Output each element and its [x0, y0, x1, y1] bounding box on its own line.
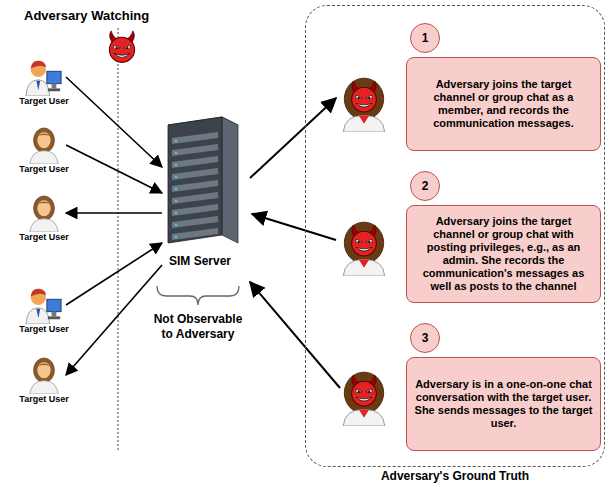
node-label: Target User [8, 164, 80, 175]
person-icon [24, 194, 64, 232]
connector-arrow [66, 243, 162, 305]
node-label: Adversary is in a one-on-one chat conver… [414, 378, 593, 430]
title: Adversary Watching [24, 8, 149, 23]
node-label: Adversary's Ground Truth [306, 469, 604, 483]
scenario-box: Adversary joins the target channel or gr… [406, 57, 601, 151]
node-label: Target User [8, 96, 80, 107]
person-icon [24, 58, 64, 96]
server-icon: SIM Server [150, 115, 250, 268]
callout-circle: 2 [410, 171, 440, 201]
callout-circle: 1 [410, 23, 440, 53]
connector-arrow [66, 265, 162, 375]
scenario-box: Adversary joins the target channel or gr… [406, 205, 601, 303]
user-icon: Target User [8, 286, 80, 335]
user-icon: Target User [8, 356, 80, 405]
note-label: Not Observable to Adversary [148, 312, 248, 342]
scenario-box: Adversary is in a one-on-one chat conver… [406, 357, 601, 451]
node-label: Adversary joins the target channel or gr… [414, 78, 593, 130]
node-label: Target User [8, 324, 80, 335]
user-icon: Target User [8, 126, 80, 175]
node-label: Adversary joins the target channel or gr… [414, 215, 593, 293]
callout-number: 2 [422, 179, 429, 193]
person-icon [24, 286, 64, 324]
user-icon: Target User [8, 194, 80, 243]
person-icon [24, 126, 64, 164]
user-icon: Target User [8, 58, 80, 107]
connector-arrow [66, 77, 162, 167]
node-label: Target User [8, 232, 80, 243]
person-icon [24, 356, 64, 394]
callout-number: 3 [422, 331, 429, 345]
callout-number: 1 [422, 31, 429, 45]
connector-arrow [66, 145, 162, 193]
node-label: SIM Server [150, 254, 250, 268]
ground-truth-region: Adversary's Ground Truth1Adversary joins… [305, 5, 605, 467]
connector-arrow [66, 212, 162, 214]
node-label: Target User [8, 394, 80, 405]
callout-circle: 3 [410, 323, 440, 353]
server-rack [160, 115, 240, 250]
